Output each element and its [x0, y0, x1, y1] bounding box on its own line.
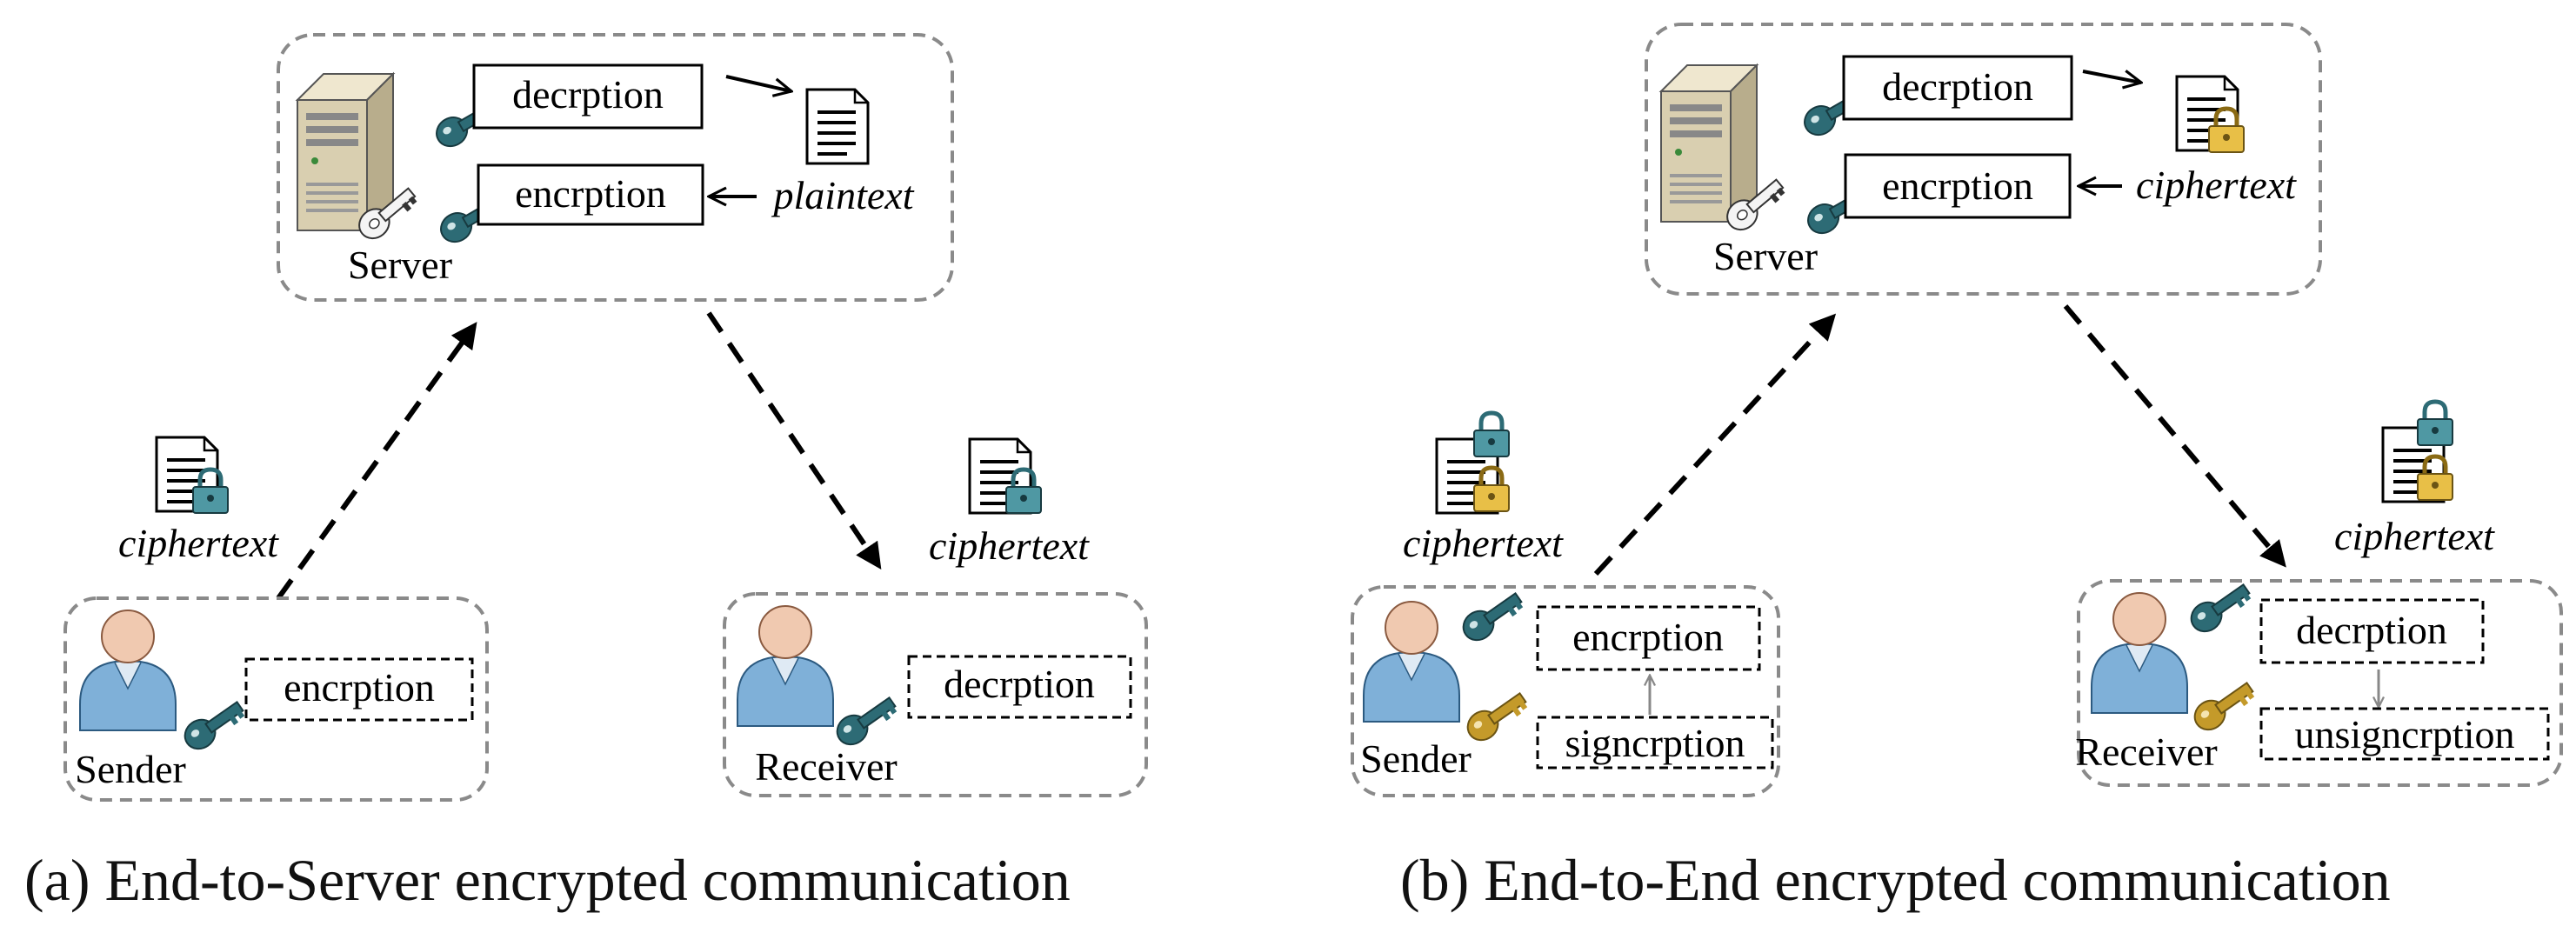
receiver-unsigncryption-box-b	[2259, 707, 2550, 761]
server-decryption-box-b	[1842, 55, 2073, 121]
panel-b: decrption encrption ciphertext Server ci…	[1351, 23, 2563, 913]
sender-signcryption-box-b	[1536, 716, 1774, 769]
receiver-decryption-box-b	[2259, 598, 2485, 664]
server-to-receiver-arrow	[706, 311, 882, 570]
key-icon	[178, 694, 250, 756]
sender-encryption-label: encrption	[1572, 615, 1724, 659]
arrow	[725, 75, 791, 91]
caption-a: (a) End-to-Server encrypted communicatio…	[24, 847, 1071, 913]
server-decryption-box-a	[472, 63, 704, 130]
server-label: Server	[1713, 234, 1818, 278]
receiver-label: Receiver	[755, 744, 897, 789]
server-to-receiver-arrow	[2063, 304, 2286, 568]
receiver-decryption-label: decrption	[2296, 608, 2447, 652]
sender-encryption-label: encrption	[284, 665, 435, 709]
sender-to-server-arrow	[276, 322, 477, 600]
receiver-decryption-label: decrption	[944, 662, 1095, 706]
lock-icon	[2418, 402, 2453, 445]
plaintext-label: plaintext	[771, 173, 915, 217]
arrow	[2082, 70, 2141, 83]
sender-signcryption-label: signcrption	[1565, 721, 1745, 765]
server-encryption-label: encrption	[515, 171, 666, 216]
server-label: Server	[348, 243, 452, 287]
key-icon	[2188, 675, 2259, 736]
server-decryption-label: decrption	[1882, 64, 2033, 109]
sender-ciphertext-label: ciphertext	[118, 521, 279, 565]
sender-label: Sender	[1360, 736, 1472, 781]
server-encryption-box-b	[1844, 153, 2072, 219]
server-decryption-label: decrption	[512, 72, 664, 117]
person-icon	[1363, 601, 1460, 723]
server-box-a	[277, 33, 954, 302]
panel-a: decrption encrption plaintext Server cip…	[24, 33, 1148, 913]
receiver-ciphertext-label: ciphertext	[2334, 514, 2495, 558]
receiver-label: Receiver	[2075, 729, 2217, 774]
receiver-ciphertext-label: ciphertext	[929, 523, 1090, 568]
sender-to-server-arrow	[1593, 313, 1837, 576]
receiver-unsigncryption-label: unsigncrption	[2295, 712, 2515, 756]
server-ciphertext-label: ciphertext	[2136, 163, 2297, 207]
key-icon	[831, 690, 902, 751]
caption-b: (b) End-to-End encrypted communication	[1400, 847, 2391, 913]
server-encryption-box-a	[477, 163, 704, 226]
key-icon	[2185, 576, 2256, 638]
lock-icon	[1474, 413, 1509, 456]
sender-ciphertext-label: ciphertext	[1403, 521, 1564, 565]
person-icon	[79, 610, 177, 731]
sender-encryption-box-a	[244, 657, 474, 722]
server-icon	[297, 73, 394, 231]
document-icon	[805, 88, 870, 165]
server-box-b	[1645, 23, 2322, 296]
server-icon	[1660, 64, 1758, 223]
receiver-box-b	[2077, 579, 2563, 787]
person-icon	[737, 605, 834, 727]
person-icon	[2091, 592, 2188, 714]
sender-encryption-box-b	[1536, 605, 1761, 671]
sender-label: Sender	[75, 747, 186, 791]
sender-box-b	[1351, 585, 1780, 797]
receiver-decryption-box-a	[907, 655, 1132, 719]
key-icon	[1457, 585, 1528, 647]
server-encryption-label: encrption	[1882, 163, 2033, 208]
key-icon	[1461, 685, 1532, 747]
